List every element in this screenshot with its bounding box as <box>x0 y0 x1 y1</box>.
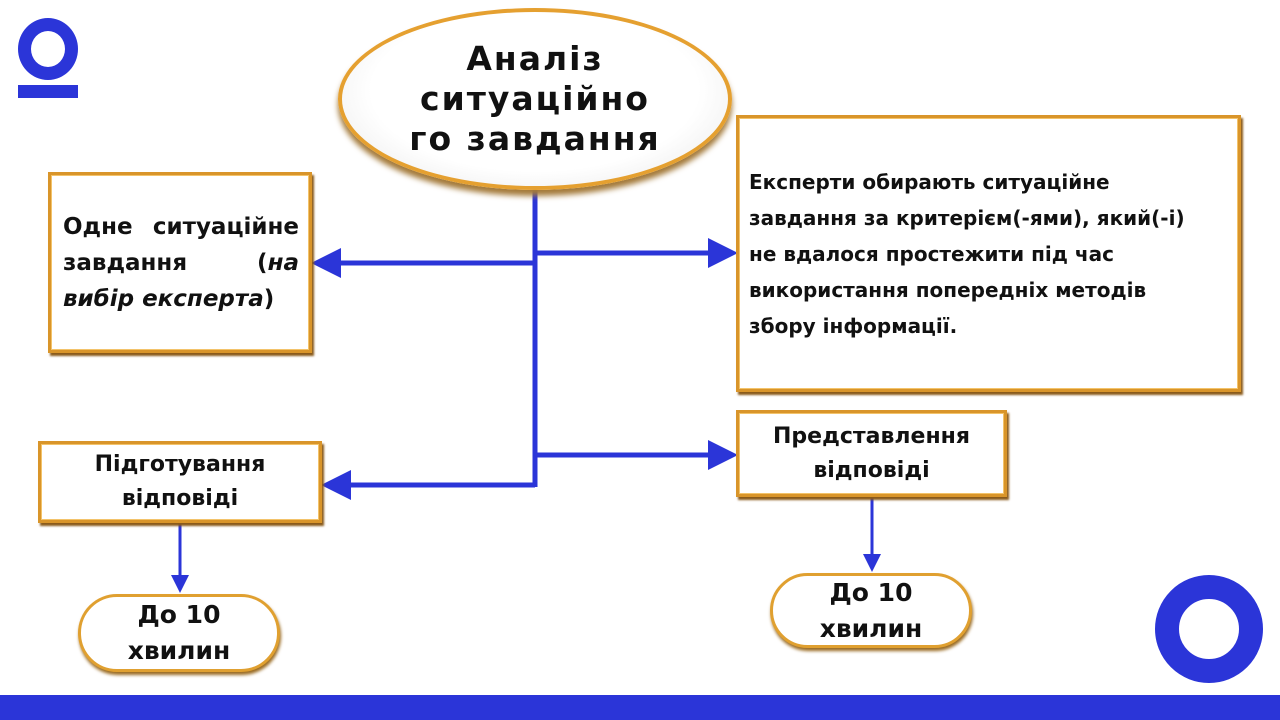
present-answer-box: Представлення відповіді <box>736 410 1007 497</box>
prep-answer-text: Підготування відповіді <box>94 452 266 511</box>
present-answer-text: Представлення відповіді <box>773 423 970 483</box>
single-task-text: Одне ситуаційне завдання ( <box>63 213 299 276</box>
present-time-text: До 10 хвилин <box>819 577 923 643</box>
present-time-pill: До 10 хвилин <box>770 573 972 648</box>
single-task-box: Одне ситуаційне завдання (на вибір експе… <box>48 172 312 353</box>
single-task-italic: на вибір експерта <box>63 249 299 312</box>
single-task-close: ) <box>263 285 275 312</box>
prep-time-text: До 10 хвилин <box>127 600 231 665</box>
experts-choose-box: Експерти обирають ситуаційне завдання за… <box>736 115 1241 392</box>
logo-bar-icon <box>18 85 78 98</box>
decor-ring-icon <box>1155 575 1263 683</box>
bottom-bar <box>0 695 1280 720</box>
prep-time-pill: До 10 хвилин <box>78 594 280 672</box>
experts-choose-text: Експерти обирають ситуаційне завдання за… <box>749 169 1185 338</box>
prep-answer-box: Підготування відповіді <box>38 441 322 523</box>
